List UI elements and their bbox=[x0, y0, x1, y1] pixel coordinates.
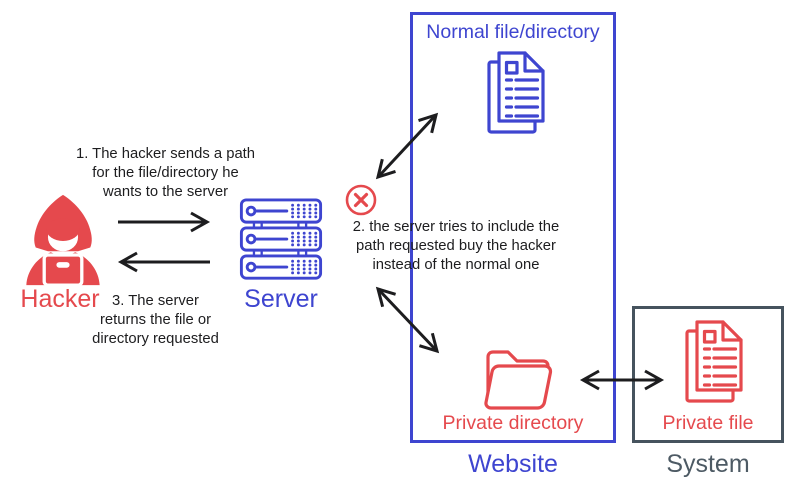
private-file-icon bbox=[685, 320, 743, 403]
arrow-server-normal-file bbox=[375, 112, 439, 180]
hacker-label: Hacker bbox=[20, 285, 100, 313]
system-caption: System bbox=[666, 450, 750, 478]
normal-file-icon bbox=[487, 51, 545, 134]
private-file-label: Private file bbox=[662, 412, 754, 434]
system-box bbox=[632, 306, 784, 443]
arrow-hacker-to-server bbox=[118, 211, 211, 233]
server-label: Server bbox=[244, 285, 318, 313]
arrow-server-to-hacker bbox=[117, 251, 210, 273]
arrow-server-private-directory bbox=[375, 286, 440, 354]
deny-x-icon bbox=[345, 184, 377, 216]
step2-text: 2. the server tries to include the path … bbox=[352, 219, 560, 273]
step1-text: 1. The hacker sends a path for the file/… bbox=[75, 146, 256, 200]
normal-file-directory-label: Normal file/directory bbox=[426, 21, 600, 43]
website-caption: Website bbox=[468, 450, 558, 478]
private-directory-label: Private directory bbox=[442, 412, 584, 434]
arrow-private-directory-private-file bbox=[579, 369, 665, 391]
hacker-icon bbox=[26, 194, 100, 287]
private-directory-icon bbox=[484, 350, 553, 410]
step3-text: 3. The server returns the file or direct… bbox=[92, 293, 219, 347]
server-icon bbox=[239, 198, 323, 280]
website-box bbox=[410, 12, 616, 443]
